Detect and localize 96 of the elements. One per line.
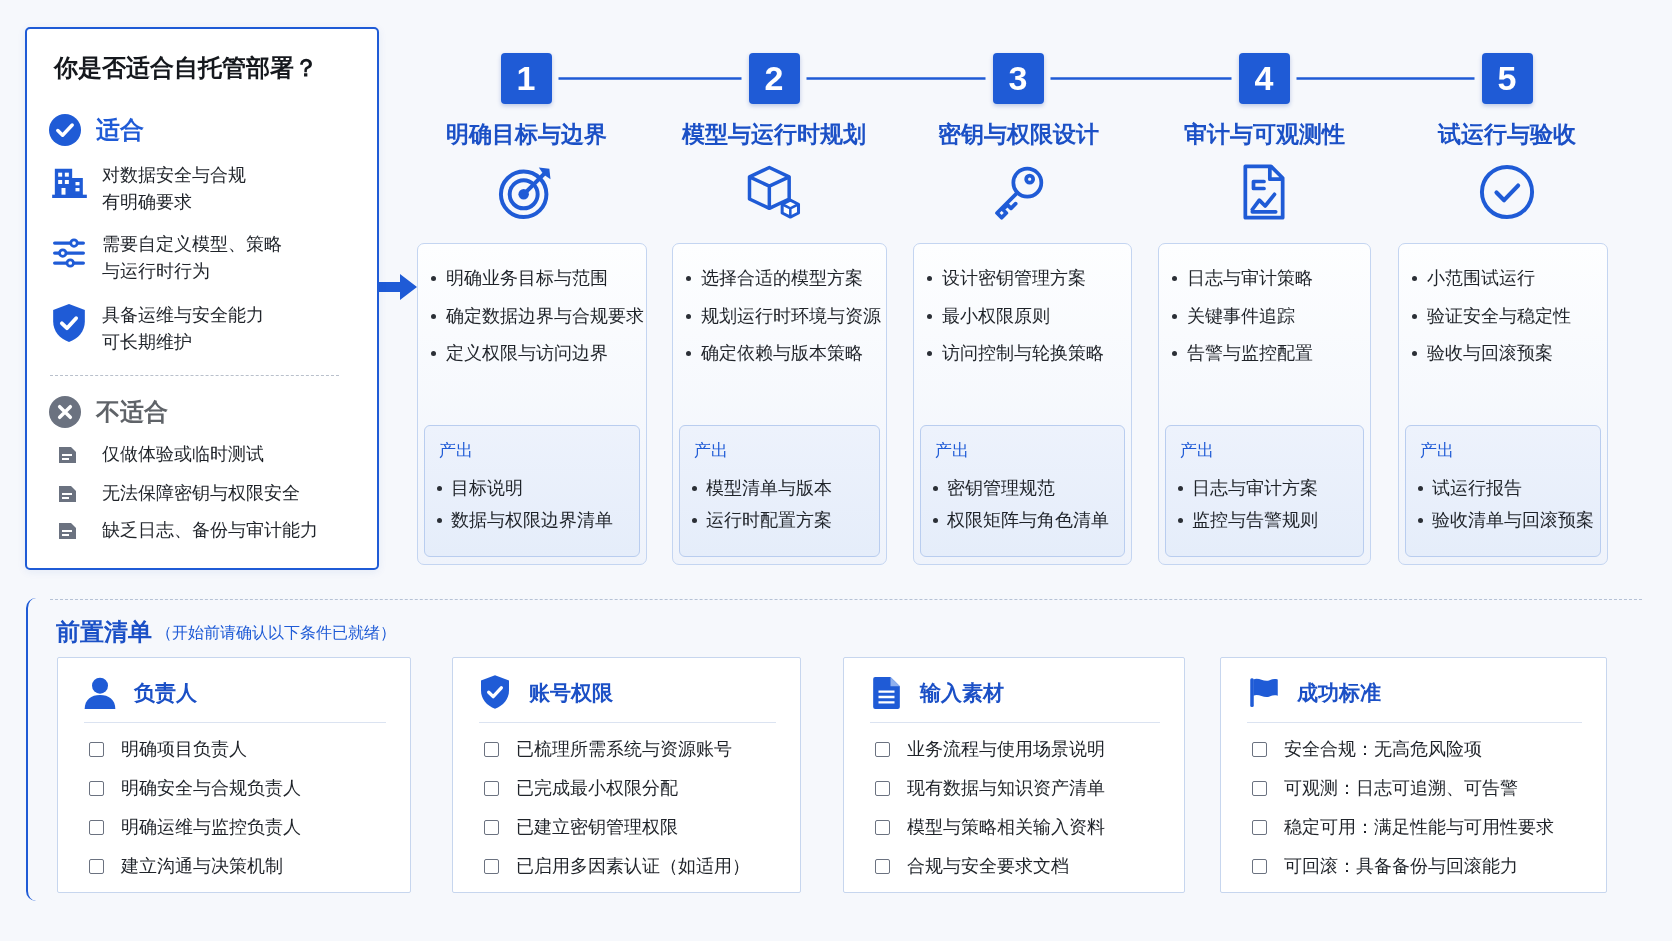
checklist-item: 已启用多因素认证（如适用）: [515, 854, 750, 878]
step-number-box: [1238, 53, 1290, 104]
list-item: 对数据安全与合规有明确要求: [101, 163, 247, 215]
checklist-item: 业务流程与使用场景说明: [906, 737, 1105, 761]
connector-line: [806, 77, 986, 80]
card-heading: 成功标准: [1296, 680, 1381, 707]
panel: [25, 27, 379, 570]
output-box: [678, 424, 880, 557]
list-item: 确定数据边界与合规要求: [445, 304, 644, 328]
list-item: 访问控制与轮换策略: [941, 342, 1104, 365]
category-heading: 不适合: [95, 396, 168, 427]
checklist-item: 可回滚：具备备份与回滚能力: [1283, 854, 1518, 878]
list-item: 确定依赖与版本策略: [700, 342, 863, 365]
step-title: 模型与运行时规划: [682, 120, 866, 150]
step-number-box: [992, 53, 1044, 104]
list-item: 具备运维与安全能力可长期维护: [101, 303, 265, 355]
checklist-card: [842, 657, 1185, 893]
list-item: 缺乏日志、备份与审计能力: [101, 519, 318, 542]
list-item: 告警与监控配置: [1186, 342, 1313, 365]
checklist-item: 模型与策略相关输入资料: [906, 815, 1105, 839]
list-item: 设计密钥管理方案: [941, 267, 1086, 290]
output-heading: 产出: [438, 439, 473, 461]
list-item: 日志与审计策略: [1186, 267, 1313, 290]
list-item: 验收与回滚预案: [1426, 342, 1553, 365]
output-heading: 产出: [1419, 439, 1454, 461]
step-card: [1398, 243, 1608, 565]
checklist-item: 建立沟通与决策机制: [120, 854, 283, 878]
step-number: 5: [1497, 58, 1517, 99]
step-number-box: [748, 53, 800, 104]
list-item: 目标说明: [451, 477, 524, 501]
checklist-item: 已梳理所需系统与资源账号: [515, 737, 732, 761]
list-item: 运行时配置方案: [706, 509, 833, 533]
checklist-card: [1219, 657, 1607, 893]
step-card: [417, 243, 647, 565]
checklist-item: 现有数据与知识资产清单: [906, 776, 1105, 800]
step-number-box: [1481, 53, 1533, 104]
section-subtitle: （开始前请确认以下条件已就绪）: [156, 622, 396, 643]
checklist-item: 安全合规：无高危风险项: [1283, 737, 1482, 761]
checklist-item: 可观测：日志可追溯、可告警: [1283, 776, 1518, 800]
list-item: 权限矩阵与角色清单: [947, 509, 1110, 533]
list-item: 密钥管理规范: [947, 477, 1056, 501]
output-box: [423, 424, 640, 557]
connector-line: [1296, 77, 1475, 80]
output-box: [1164, 424, 1364, 557]
list-item: 监控与告警规则: [1192, 509, 1319, 533]
step-number-box: [500, 53, 552, 104]
card-heading: 负责人: [133, 680, 197, 707]
step-title: 密钥与权限设计: [937, 120, 1099, 150]
list-item: 定义权限与访问边界: [445, 342, 608, 365]
checklist-item: 稳定可用：满足性能与可用性要求: [1283, 815, 1554, 839]
step-number: 2: [764, 58, 784, 99]
step-title: 审计与可观测性: [1183, 120, 1345, 150]
card-heading: 账号权限: [528, 680, 613, 707]
category-heading: 适合: [95, 114, 144, 145]
checklist-item: 明确运维与监控负责人: [120, 815, 301, 839]
step-number: 3: [1008, 58, 1028, 99]
arrow: [379, 274, 417, 300]
list-item: 选择合适的模型方案: [700, 267, 863, 290]
card-heading: 输入素材: [919, 680, 1004, 707]
step-number: 1: [516, 58, 536, 99]
checklist-card: [56, 657, 411, 893]
output-heading: 产出: [1179, 439, 1214, 461]
step-card: [1158, 243, 1371, 565]
output-heading: 产出: [934, 439, 969, 461]
list-item: 小范围试运行: [1426, 267, 1535, 290]
checklist-item: 明确安全与合规负责人: [120, 776, 301, 800]
output-heading: 产出: [693, 439, 728, 461]
connector-line: [1050, 77, 1232, 80]
checklist-item: 已完成最小权限分配: [515, 776, 678, 800]
step-title: 明确目标与边界: [445, 120, 607, 150]
list-item: 数据与权限边界清单: [451, 509, 614, 533]
list-item: 试运行报告: [1432, 477, 1523, 501]
checklist-item: 明确项目负责人: [120, 737, 247, 761]
list-item: 规划运行时环境与资源: [700, 304, 881, 328]
checklist-item: 已建立密钥管理权限: [515, 815, 678, 839]
list-item: 最小权限原则: [941, 304, 1050, 328]
checklist-card: [451, 657, 801, 893]
step-card: [672, 243, 887, 565]
list-item: 无法保障密钥与权限安全: [101, 482, 300, 505]
output-box: [1404, 424, 1601, 557]
step-title: 试运行与验收: [1438, 120, 1576, 150]
list-item: 明确业务目标与范围: [445, 267, 608, 290]
list-item: 日志与审计方案: [1192, 477, 1319, 501]
step-number: 4: [1254, 58, 1274, 99]
section-heading: 前置清单: [56, 617, 152, 648]
connector-line: [558, 77, 742, 80]
list-item: 需要自定义模型、策略与运行时行为: [101, 232, 283, 284]
output-box: [919, 424, 1125, 557]
checklist-item: 合规与安全要求文档: [906, 854, 1069, 878]
list-item: 验收清单与回滚预案: [1432, 509, 1595, 533]
step-card: [913, 243, 1132, 565]
list-item: 关键事件追踪: [1186, 304, 1295, 328]
list-item: 仅做体验或临时测试: [101, 443, 264, 466]
panel-title: 你是否适合自托管部署？: [53, 52, 318, 83]
list-item: 模型清单与版本: [706, 477, 833, 501]
list-item: 验证安全与稳定性: [1426, 304, 1571, 328]
